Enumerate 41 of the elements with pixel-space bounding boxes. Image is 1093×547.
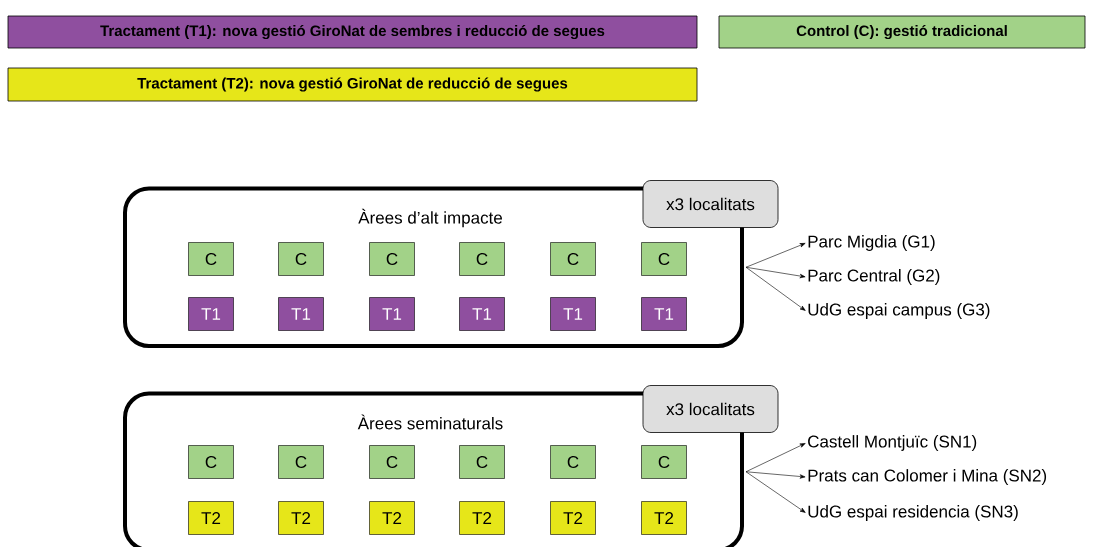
plot-box: T1: [369, 297, 415, 331]
arrow: [745, 243, 806, 268]
plot-box: T2: [369, 501, 415, 535]
legend-bar: Tractament (T1): nova gestió GiroNat de sembres i reducció de segues: [7, 15, 698, 49]
site-label: Parc Migdia (G1): [808, 235, 935, 251]
count-badge: x3 localitats: [642, 180, 779, 228]
arrow: [745, 471, 806, 513]
plot-box: C: [369, 242, 415, 276]
plot-box: T1: [550, 297, 596, 331]
plot-box: T2: [278, 501, 324, 535]
arrow: [745, 266, 806, 311]
plot-box: T1: [188, 297, 234, 331]
count-badge: x3 localitats: [642, 385, 779, 433]
site-label: Castell Montjuïc (SN1): [808, 435, 977, 451]
plot-box: T1: [278, 297, 324, 331]
plot-box: C: [278, 445, 324, 479]
site-label: UdG espai campus (G3): [808, 303, 990, 319]
plot-box: T2: [459, 501, 505, 535]
legend-bar: Control (C): gestió tradicional: [718, 15, 1086, 49]
site-label: Prats can Colomer i Mina (SN2): [808, 469, 1047, 485]
plot-box: T1: [459, 297, 505, 331]
arrow: [745, 443, 806, 473]
plot-box: T2: [641, 501, 687, 535]
plot-box: C: [278, 242, 324, 276]
legend-bar: Tractament (T2): nova gestió GiroNat de reducció de segues: [7, 67, 698, 102]
plot-box: C: [459, 445, 505, 479]
plot-box: C: [550, 242, 596, 276]
plot-box: C: [188, 242, 234, 276]
plot-box: C: [369, 445, 415, 479]
plot-box: C: [188, 445, 234, 479]
plot-box: T2: [550, 501, 596, 535]
site-label: UdG espai residencia (SN3): [808, 505, 1018, 521]
plot-box: T1: [641, 297, 687, 331]
plot-box: C: [550, 445, 596, 479]
site-label: Parc Central (G2): [808, 269, 940, 285]
plot-box: C: [459, 242, 505, 276]
plot-box: T2: [188, 501, 234, 535]
plot-box: C: [641, 242, 687, 276]
plot-box: C: [641, 445, 687, 479]
arrow: [745, 266, 806, 279]
arrow: [745, 471, 806, 479]
